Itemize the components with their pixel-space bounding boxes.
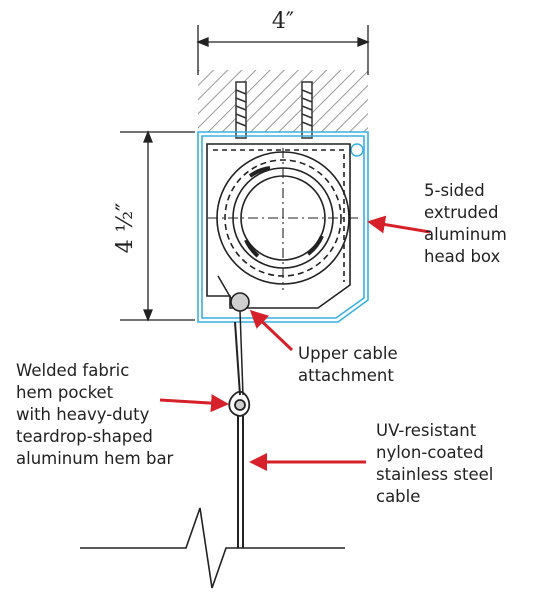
callout-hem-pocket-line: Welded fabric [16, 361, 130, 380]
cable-lower [237, 416, 244, 548]
callout-head-box-line: 5-sided [424, 181, 485, 200]
head-box-outline [197, 131, 369, 323]
callout-upper-cable-line: attachment [298, 366, 394, 385]
upper-cable-attachment-ball [230, 292, 250, 312]
callout-hem-pocket-line: aluminum hem bar [16, 449, 174, 468]
callout-hem-pocket-line: with heavy-duty [16, 405, 150, 424]
floor-break-line [80, 507, 345, 589]
height-dimension-label: 4 ½″ [113, 203, 138, 254]
callout-cable: UV-resistant nylon-coated stainless stee… [376, 420, 493, 508]
width-dimension [196, 25, 370, 75]
arrow-hem-pocket [159, 394, 229, 413]
fabric-drop [217, 275, 233, 301]
width-dimension-label: 4″ [272, 9, 294, 34]
mounting-screws [235, 81, 313, 139]
roller-centerlines [208, 148, 358, 290]
height-dimension [120, 130, 195, 322]
mounting-surface-hatch [198, 70, 368, 132]
arrow-head-box [367, 215, 431, 234]
callout-cable-line: cable [376, 487, 421, 506]
callout-cable-line: stainless steel [376, 465, 494, 484]
callout-upper-cable-line: Upper cable [298, 344, 398, 363]
head-box-end-clip [350, 143, 364, 157]
cable-upper [239, 310, 244, 396]
callout-head-box-line: aluminum [424, 225, 507, 244]
hem-pocket [228, 391, 251, 417]
inner-housing [206, 143, 351, 309]
fabric-panel [234, 321, 241, 396]
callout-arrows [159, 215, 431, 471]
callout-hem-pocket-line: teardrop-shaped [16, 427, 153, 446]
callout-head-box-line: head box [424, 247, 501, 266]
callout-hem-pocket-line: hem pocket [16, 383, 114, 402]
callout-head-box-line: extruded [424, 203, 499, 222]
callout-head-box: 5-sided extruded aluminum head box [424, 180, 507, 268]
callout-upper-cable: Upper cable attachment [298, 343, 398, 387]
callout-hem-pocket: Welded fabric hem pocket with heavy-duty… [16, 360, 173, 470]
arrow-upper-cable [249, 309, 294, 352]
callout-cable-line: nylon-coated [376, 443, 484, 462]
callout-cable-line: UV-resistant [376, 421, 477, 440]
